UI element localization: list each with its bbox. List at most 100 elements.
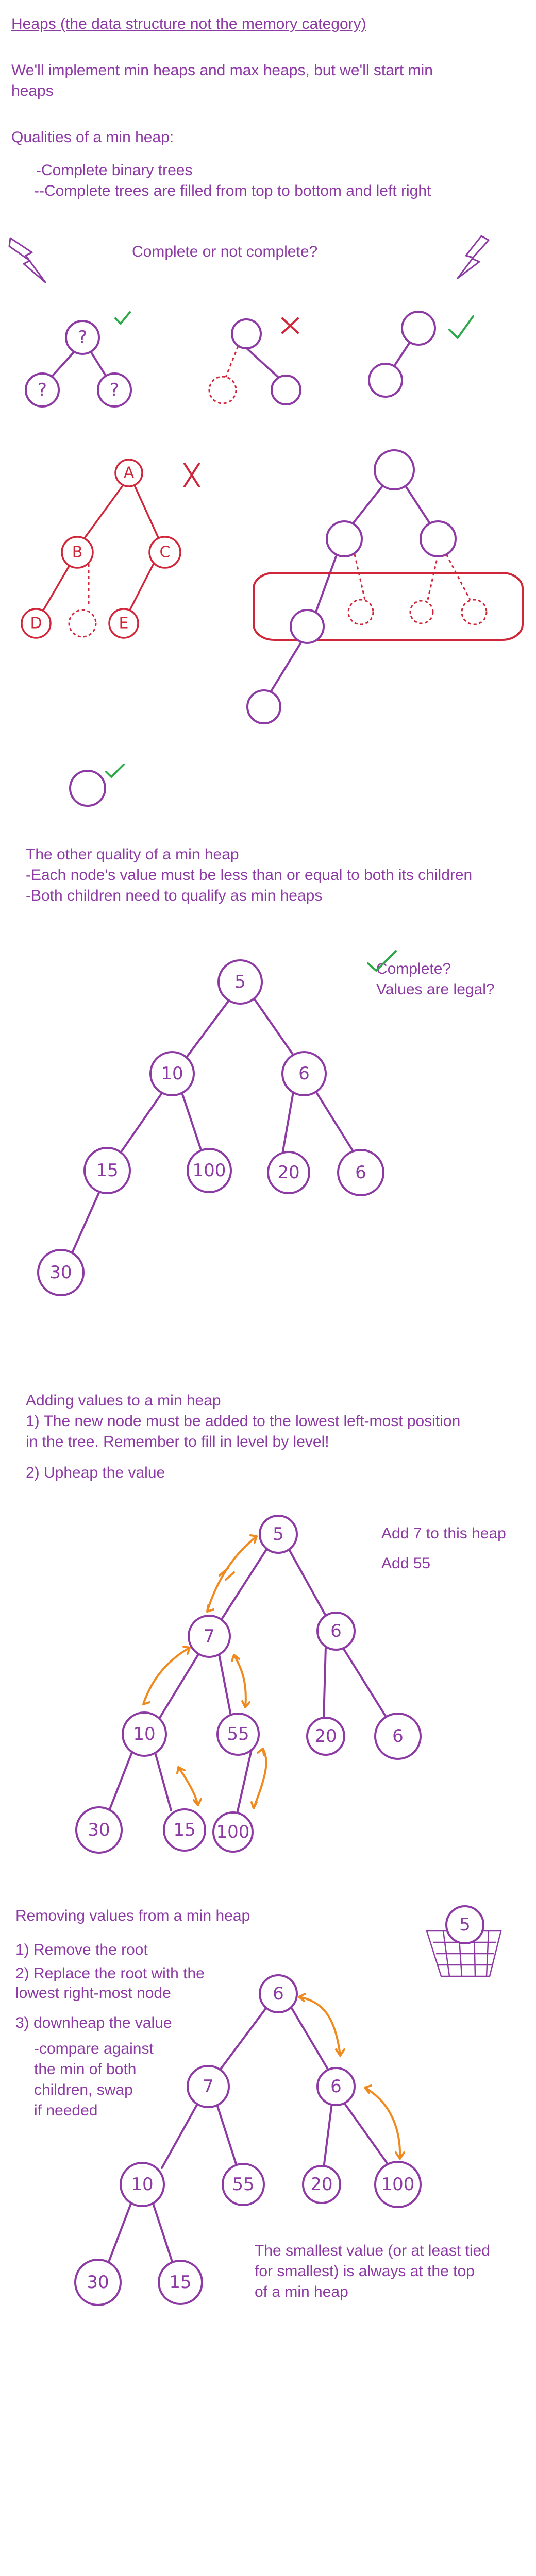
quality-item-1: -Complete binary trees xyxy=(36,162,193,179)
node-label: ? xyxy=(78,327,87,348)
tree-edge xyxy=(108,1749,134,1811)
tree-edge xyxy=(41,562,72,613)
node-label: 7 xyxy=(203,2076,214,2097)
checkmark-icon xyxy=(105,764,125,778)
tree-node xyxy=(208,376,237,404)
tree-node xyxy=(306,1717,345,1756)
tree-node xyxy=(374,1713,422,1760)
tree-edge xyxy=(220,2007,267,2070)
tree-node xyxy=(409,600,434,624)
tree-edge xyxy=(323,2102,333,2169)
tree-node xyxy=(326,520,363,557)
heap-example-tree: 5 10 6 15 100 20 6 30 xyxy=(37,950,397,1296)
node-label: 30 xyxy=(49,1262,72,1283)
node-label: 10 xyxy=(131,2174,153,2195)
node-label: 6 xyxy=(330,1621,342,1641)
page-title: Heaps (the data structure not the memory… xyxy=(11,15,366,32)
swap-arrow-icon xyxy=(364,2084,405,2160)
tree-node xyxy=(461,599,488,625)
tree-edge xyxy=(70,1187,102,1256)
tree-complete-example: ? ? ? xyxy=(25,311,132,408)
tree-node xyxy=(187,1148,232,1193)
tree-edge xyxy=(323,1646,327,1721)
node-label: 100 xyxy=(381,2174,415,2195)
tree-node xyxy=(316,1612,356,1651)
node-label: 100 xyxy=(216,1822,250,1842)
remove-substep-3: children, swap xyxy=(34,2081,133,2098)
tree-edge xyxy=(391,339,412,371)
tree-edge xyxy=(220,1548,268,1622)
tree-edge xyxy=(349,481,387,528)
swap-arrow-icon xyxy=(142,1646,191,1705)
tree-edge xyxy=(106,2200,133,2267)
tree-node xyxy=(122,1711,167,1757)
tree-large-example xyxy=(246,449,524,724)
tree-node xyxy=(37,1249,85,1296)
checkmark-icon xyxy=(367,950,397,972)
node-label: ? xyxy=(38,380,47,400)
remove-step-3: 3) downheap the value xyxy=(15,2014,172,2031)
node-label: ? xyxy=(110,380,119,400)
tree-node xyxy=(148,536,181,569)
tree-node xyxy=(374,449,415,490)
checkmark-icon xyxy=(114,311,131,325)
node-label: 10 xyxy=(161,1063,183,1084)
lightning-bolt-icon xyxy=(8,237,46,283)
tree-node xyxy=(281,1051,327,1096)
remove-step-2a: 2) Replace the root with the xyxy=(15,1965,205,1982)
smallest-note-3: of a min heap xyxy=(255,2283,348,2300)
node-label: A xyxy=(124,464,135,482)
rule-1: -Each node's value must be less than or … xyxy=(26,867,473,884)
swap-arrow-icon xyxy=(250,1748,267,1809)
tree-edge xyxy=(343,2102,389,2165)
tree-node xyxy=(445,1905,484,1944)
tree-node xyxy=(216,1713,260,1756)
intro-line-2: heaps xyxy=(11,82,54,99)
node-label: C xyxy=(160,544,171,562)
tree-edge xyxy=(217,1651,232,1717)
tree-node xyxy=(231,318,262,349)
node-label: 6 xyxy=(330,2076,342,2097)
node-label: 6 xyxy=(355,1162,366,1183)
tree-edge xyxy=(154,1750,172,1811)
node-label: 100 xyxy=(193,1160,226,1181)
removing-heading: Removing values from a min heap xyxy=(15,1907,250,1924)
highlight-box xyxy=(253,572,524,641)
complete-question: Complete or not complete? xyxy=(132,243,318,260)
tree-node xyxy=(108,608,139,639)
tree-node xyxy=(68,609,97,638)
tree-node xyxy=(222,2163,265,2206)
adding-step-1b: in the tree. Remember to fill in level b… xyxy=(26,1433,329,1450)
other-quality-heading: The other quality of a min heap xyxy=(26,846,239,863)
node-label: 6 xyxy=(298,1063,310,1084)
adding-step-2: 2) Upheap the value xyxy=(26,1464,165,1481)
add-note-1: Add 7 to this heap xyxy=(381,1525,506,1542)
tree-node xyxy=(187,2065,230,2108)
tree-edge xyxy=(291,2007,329,2070)
tree-edge xyxy=(161,2102,199,2169)
remove-substep-4: if needed xyxy=(34,2102,98,2119)
tree-edge xyxy=(445,554,471,600)
tree-node xyxy=(25,372,60,408)
node-label: 55 xyxy=(232,2174,254,2195)
tree-node xyxy=(267,1151,310,1194)
tree-node xyxy=(163,1808,206,1852)
tree-node xyxy=(83,1147,131,1194)
check-question-complete: Complete? xyxy=(376,960,451,977)
tree-node xyxy=(259,1515,298,1554)
tree-edge xyxy=(159,1651,201,1719)
node-label: 30 xyxy=(88,1820,110,1840)
swap-arrow-icon xyxy=(219,1567,235,1581)
add-note-2: Add 55 xyxy=(381,1555,431,1572)
node-label: 6 xyxy=(273,1984,284,2004)
checkmark-icon xyxy=(448,315,474,339)
heap-add-tree: 5 7 6 10 55 20 6 30 15 100 xyxy=(75,1515,422,1854)
tree-edge xyxy=(48,347,78,381)
node-label: 20 xyxy=(277,1162,299,1183)
single-node-example xyxy=(69,764,125,807)
node-label: 15 xyxy=(173,1820,195,1840)
tree-node xyxy=(114,459,143,487)
tree-node xyxy=(246,689,281,724)
tree-node xyxy=(188,1615,231,1658)
